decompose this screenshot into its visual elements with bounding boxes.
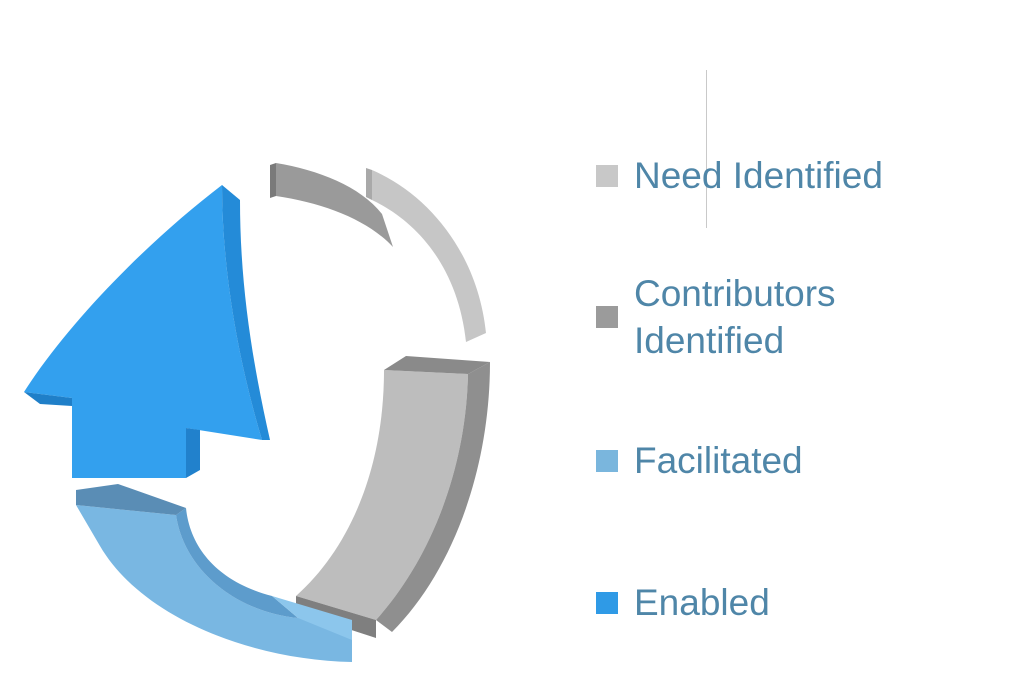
legend-swatch [596,591,618,614]
legend-label: Contributors Identified [634,273,836,361]
arrow-enabled [24,185,270,478]
segment-contributors-top [270,163,393,247]
legend-item-contributors-identified: Contributors Identified [596,270,836,364]
legend-item-enabled: Enabled [596,579,770,626]
segment-facilitated [76,484,352,662]
legend-label: Need Identified [634,155,883,196]
legend-item-facilitated: Facilitated [596,437,803,484]
legend-swatch [596,164,618,187]
legend-swatch [596,449,618,472]
legend-label: Enabled [634,582,770,623]
legend-swatch [596,306,618,328]
legend-item-need-identified: Need Identified [596,152,883,199]
legend-label: Facilitated [634,440,803,481]
vertical-divider [706,70,707,228]
segment-need-identified-top [366,168,486,342]
cycle-diagram [24,163,490,662]
segment-need-identified-main [296,356,490,638]
